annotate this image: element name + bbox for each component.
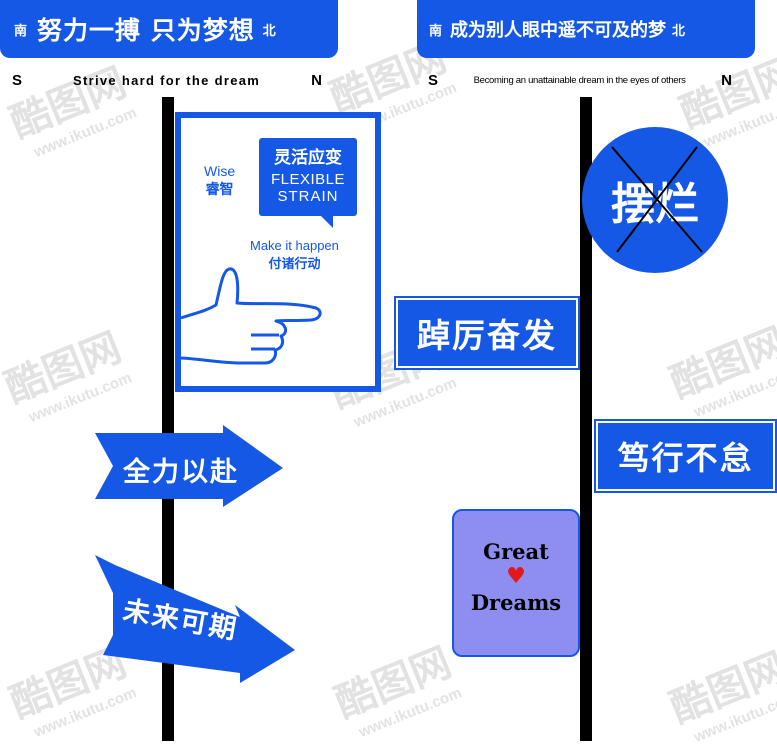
- south-label: 南: [429, 23, 443, 39]
- north-letter: N: [311, 71, 322, 89]
- street-sign-title: 成为别人眼中遥不可及的梦: [450, 20, 667, 41]
- card-line-2: Dreams: [470, 590, 562, 615]
- poster-inner: 灵活应变 FLEXIBLE STRAIN Wise 睿智 Make it hap…: [181, 118, 375, 386]
- south-label: 南: [14, 23, 28, 39]
- future-arrow-icon: [95, 555, 295, 683]
- right-street-sign: 南 成为别人眼中遥不可及的梦 北: [417, 0, 755, 58]
- bubble-en-2: STRAIN: [277, 188, 339, 205]
- no-slacking-sign: 摆烂: [582, 127, 728, 273]
- speech-bubble-tail: [319, 214, 333, 228]
- card-line-1: Great: [483, 539, 549, 564]
- no-slacking-text: 摆烂: [611, 179, 699, 230]
- street-sign-title: 努力一搏 只为梦想: [37, 16, 255, 45]
- all-out-arrow-label: 全力以赴: [123, 457, 239, 488]
- south-letter: S: [428, 71, 439, 89]
- right-street-subline: S Becoming an unattainable dream in the …: [428, 70, 732, 90]
- bubble-cn: 灵活应变: [274, 148, 342, 167]
- poster-board: 灵活应变 FLEXIBLE STRAIN Wise 睿智 Make it hap…: [175, 112, 381, 392]
- street-sign-subtitle: Strive hard for the dream: [73, 72, 261, 88]
- make-it-happen-label: Make it happen 付诸行动: [250, 238, 339, 271]
- great-dreams-card: Great ♥ Dreams: [452, 509, 580, 657]
- cross-out-icon: [611, 146, 703, 253]
- left-street-sign: 南 努力一搏 只为梦想 北: [0, 0, 338, 58]
- heart-icon: ♥: [506, 564, 526, 589]
- bubble-en-1: FLEXIBLE: [270, 171, 346, 188]
- wise-label: Wise 睿智: [204, 163, 236, 197]
- left-pole: [162, 97, 174, 741]
- all-out-arrow-icon: [95, 425, 283, 507]
- speech-bubble: 灵活应变 FLEXIBLE STRAIN: [259, 138, 357, 216]
- north-letter: N: [721, 71, 732, 89]
- right-pole: [580, 97, 592, 741]
- left-street-subline: S Strive hard for the dream N: [12, 70, 322, 90]
- persist-sign: 笃行不怠: [596, 421, 775, 491]
- pointing-hand-icon: [181, 267, 322, 365]
- street-sign-subtitle: Becoming an unattainable dream in the ey…: [473, 74, 686, 86]
- north-label: 北: [262, 23, 276, 39]
- south-letter: S: [12, 71, 23, 89]
- north-label: 北: [672, 23, 686, 39]
- strive-sign: 踔厉奋发: [396, 298, 578, 368]
